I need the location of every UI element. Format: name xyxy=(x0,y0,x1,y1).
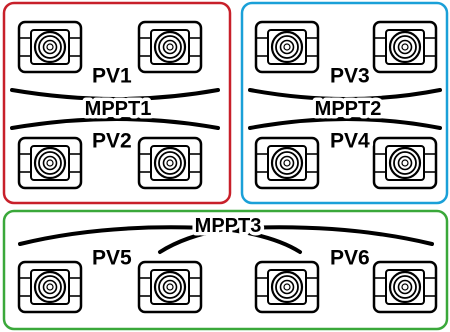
mc4-solar-connector-icon xyxy=(372,136,438,190)
mc4-solar-connector-icon xyxy=(17,20,83,74)
mppt1-label: MPPT1 xyxy=(85,98,152,120)
mc4-solar-connector-icon xyxy=(254,20,320,74)
mc4-solar-connector-icon xyxy=(17,136,83,190)
mppt1-link-lower xyxy=(10,117,220,130)
mppt1-link-upper xyxy=(10,88,220,101)
mppt3-link-left-bottom xyxy=(158,227,227,254)
mppt3-link-left-top xyxy=(18,225,227,246)
mc4-solar-connector-icon xyxy=(17,260,83,314)
mppt1-group: PV1 MPPT1 PV2 xyxy=(2,1,232,205)
pv1-label: PV1 xyxy=(92,65,132,88)
mppt3-label: MPPT3 xyxy=(195,215,262,237)
pv5-label: PV5 xyxy=(92,247,132,270)
mppt3-link-right-top xyxy=(223,225,434,246)
mppt1-frame xyxy=(2,1,232,205)
pv4-label: PV4 xyxy=(330,130,370,153)
mppt2-link-upper xyxy=(248,88,442,101)
mppt3-group: MPPT3 PV5 PV6 xyxy=(2,209,449,331)
mppt2-group: PV3 MPPT2 PV4 xyxy=(240,1,449,205)
mc4-solar-connector-icon xyxy=(372,260,438,314)
mppt3-frame xyxy=(2,209,449,331)
mc4-solar-connector-icon xyxy=(137,260,203,314)
mc4-solar-connector-icon xyxy=(254,260,320,314)
pv2-label: PV2 xyxy=(92,130,132,153)
mc4-solar-connector-icon xyxy=(137,136,203,190)
mppt2-frame xyxy=(240,1,449,205)
mc4-solar-connector-icon xyxy=(254,136,320,190)
mppt2-label: MPPT2 xyxy=(315,98,382,120)
mc4-solar-connector-icon xyxy=(137,20,203,74)
pv3-label: PV3 xyxy=(330,65,370,88)
mc4-solar-connector-icon xyxy=(372,20,438,74)
mppt3-link-right-bottom xyxy=(223,227,302,254)
pv6-label: PV6 xyxy=(330,247,370,270)
mppt2-link-lower xyxy=(248,117,442,130)
